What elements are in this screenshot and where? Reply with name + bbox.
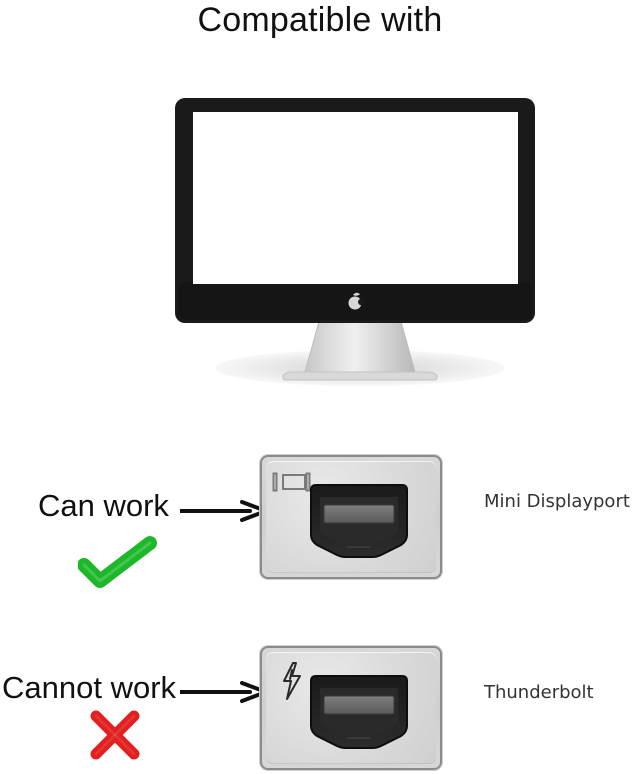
- mini-displayport-port: [310, 484, 408, 558]
- monitor-svg: [175, 98, 535, 386]
- apple-logo-icon: [348, 292, 365, 310]
- checkmark-icon: [78, 536, 157, 588]
- monitor-screen: [193, 112, 518, 284]
- thunderbolt-symbol-icon: [283, 662, 301, 700]
- monitor-glass-highlight: [193, 112, 518, 160]
- arrow-right-icon: [180, 500, 268, 522]
- thunderbolt-panel: [260, 646, 442, 770]
- cannot-work-label: Cannot work: [2, 670, 177, 705]
- thunderbolt-port: [310, 675, 408, 749]
- mini-displayport-panel: [260, 455, 442, 579]
- can-work-label: Can work: [38, 488, 169, 523]
- arrow-right-icon: [180, 681, 268, 703]
- mini-displayport-label: Mini Displayport: [484, 491, 630, 512]
- monitor-stand-base: [282, 371, 438, 381]
- monitor-stand-neck: [304, 317, 416, 373]
- x-mark-icon: [90, 710, 140, 760]
- mini-displayport-symbol-icon: [272, 472, 311, 492]
- thunderbolt-label: Thunderbolt: [484, 682, 594, 703]
- page-title: Compatible with: [197, 1, 443, 39]
- monitor-illustration: [150, 90, 570, 390]
